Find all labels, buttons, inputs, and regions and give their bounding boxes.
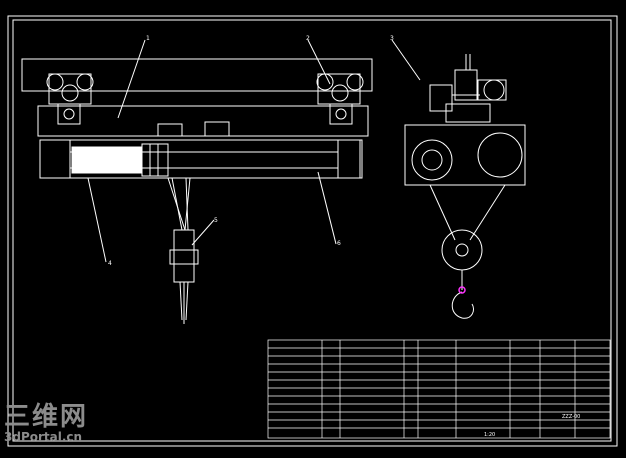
- motor-housing: [429, 84, 453, 112]
- hoist-drum: [71, 146, 143, 174]
- hook-block: [173, 229, 195, 283]
- part-label-4: 4: [108, 260, 112, 267]
- part-label-1: 1: [146, 35, 150, 42]
- part-label-3: 3: [390, 35, 394, 42]
- watermark-cn: 三维网: [4, 402, 89, 432]
- hook-accent-mark: [458, 286, 466, 294]
- drawing-border-inner: [12, 19, 612, 442]
- right-trolley: [316, 73, 364, 125]
- drawing-border-outer: [7, 15, 618, 447]
- drawing-scale: 1:20: [484, 432, 495, 438]
- side-hook: [451, 291, 475, 319]
- side-view: [391, 39, 526, 319]
- front-view: [21, 39, 373, 324]
- part-label-2: 2: [306, 35, 310, 42]
- watermark-en: 3dPortal.cn: [4, 430, 83, 444]
- sheave: [441, 229, 483, 271]
- rail-beam: [21, 58, 373, 92]
- trolley-frame: [37, 105, 369, 137]
- watermark-logo: 三维网 3dPortal.cn: [4, 404, 88, 443]
- drawing-number: ZZZ-00: [562, 414, 580, 420]
- part-label-6: 6: [337, 240, 341, 247]
- title-block: [267, 339, 611, 439]
- part-label-5: 5: [214, 217, 218, 224]
- left-trolley: [46, 73, 94, 125]
